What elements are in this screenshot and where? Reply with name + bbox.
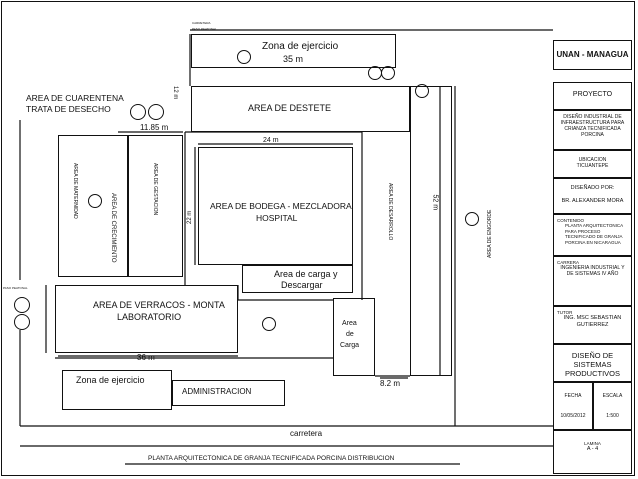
bodega-label-2: HOSPITAL <box>256 213 298 223</box>
cuarentena-label-1: AREA DE CUARENTENA <box>26 93 124 103</box>
tree-symbol <box>237 50 251 64</box>
tree-symbol <box>130 104 146 120</box>
tb-disenado-text: BR. ALEXANDER MORA <box>561 197 624 204</box>
tree-symbol <box>148 104 164 120</box>
area-carga-small-1: Area <box>342 320 357 327</box>
zona-ejercicio-bottom-label: Zona de ejercicio <box>76 375 145 385</box>
tree-symbol <box>14 314 30 330</box>
tb-ubicacion-label: UBICACION <box>578 157 607 163</box>
bodega-label-1: AREA DE BODEGA - MEZCLADORA <box>210 201 352 211</box>
left-building-1 <box>58 135 128 277</box>
bodega-building <box>198 147 353 265</box>
carga-descarga-zone <box>242 265 353 293</box>
tb-disenado: DISEÑADO POR: BR. ALEXANDER MORA <box>553 178 632 214</box>
tb-carrera: CARRERA INGENIERIA INDUSTRIAL Y DE SISTE… <box>553 256 632 306</box>
tb-course: DISEÑO DE SISTEMAS PRODUCTIVOS <box>553 344 632 382</box>
footer-title: PLANTA ARQUITECTONICA DE GRANJA TECNIFIC… <box>148 455 395 462</box>
tb-lamina: LAMINA A - 4 <box>553 430 632 474</box>
tb-disenado-label: DISEÑADO POR: <box>570 185 615 191</box>
dim-11-85-label: 11.85 m <box>140 123 169 132</box>
tree-symbol <box>368 66 382 80</box>
tb-ubicacion-text: TICUANTEPE <box>576 163 609 169</box>
verracos-building <box>55 285 238 353</box>
tree-symbol <box>14 297 30 313</box>
road-note-top: CARRETERA <box>192 21 211 25</box>
road-note-top-2: PASO PEATONAL <box>192 27 217 31</box>
tb-lamina-value: A - 4 <box>586 446 599 453</box>
tree-symbol <box>381 66 395 80</box>
administracion-label: ADMINISTRACION <box>182 387 252 396</box>
tb-ubicacion: UBICACION TICUANTEPE <box>553 150 632 178</box>
carga-label-2: Descargar <box>281 280 323 290</box>
tb-carrera-label: CARRERA <box>557 260 580 265</box>
tb-escala-value: 1:500 <box>606 413 619 419</box>
tb-contenido: CONTENIDO PLANTA ARQUITECTONICA PARA PRO… <box>553 214 632 256</box>
administracion-building <box>172 380 285 406</box>
tb-contenido-text: PLANTA ARQUITECTONICA PARA PROCESO TECNI… <box>565 223 623 245</box>
dim-35-label: 35 m <box>283 54 304 64</box>
tb-institution: UNAN - MANAGUA <box>553 40 632 70</box>
tb-lamina-label: LAMINA <box>584 441 601 446</box>
tb-escala-label: ESCALA <box>602 393 623 399</box>
verracos-label-2: LABORATORIO <box>117 312 182 322</box>
zona-ejercicio-bottom <box>62 370 172 410</box>
verracos-label-1: AREA DE VERRACOS - MONTA <box>93 300 225 310</box>
area-destete-label: AREA DE DESTETE <box>248 103 332 113</box>
tree-symbol <box>465 212 479 226</box>
zona-ejercicio-top <box>191 34 396 68</box>
left-building-2 <box>128 135 183 277</box>
tree-symbol <box>262 317 276 331</box>
carga-label-1: Area de carga y <box>274 269 338 279</box>
tb-proyecto-label: PROYECTO <box>553 82 632 110</box>
tb-fecha: FECHA 10/05/2012 <box>553 382 593 430</box>
tb-tutor: TUTOR ING. MSC SEBASTIAN GUTIERREZ <box>553 306 632 344</box>
tb-escala: ESCALA 1:500 <box>593 382 632 430</box>
tree-symbol <box>88 194 102 208</box>
tb-proyecto-text: DISEÑO INDUSTRIAL DE INFRAESTRUCTURA PAR… <box>553 110 632 150</box>
tb-tutor-text: ING. MSC SEBASTIAN GUTIERREZ <box>563 315 622 328</box>
area-carga-small-3: Carga <box>340 342 360 349</box>
carretera-label: carretera <box>290 429 323 438</box>
zona-ejercicio-top-label: Zona de ejercicio <box>262 41 339 52</box>
dim-24-label: 24 m <box>263 137 279 144</box>
tb-tutor-label: TUTOR <box>557 310 573 315</box>
tb-contenido-label: CONTENIDO <box>557 218 584 223</box>
area-carga-small-2: de <box>346 331 354 338</box>
tb-fecha-value: 10/05/2012 <box>560 413 586 419</box>
dim-8-2-label: 8.2 m <box>380 379 401 388</box>
tb-carrera-text: INGENIERIA INDUSTRIAL Y DE SISTEMAS IV A… <box>560 265 625 278</box>
area-carga-small <box>333 298 375 376</box>
left-side-note: PASO PEATONAL <box>3 286 28 290</box>
tb-fecha-label: FECHA <box>564 393 582 399</box>
tree-symbol <box>415 84 429 98</box>
right-tall-building <box>410 86 452 376</box>
cuarentena-label-2: TRATA DE DESECHO <box>26 104 111 114</box>
